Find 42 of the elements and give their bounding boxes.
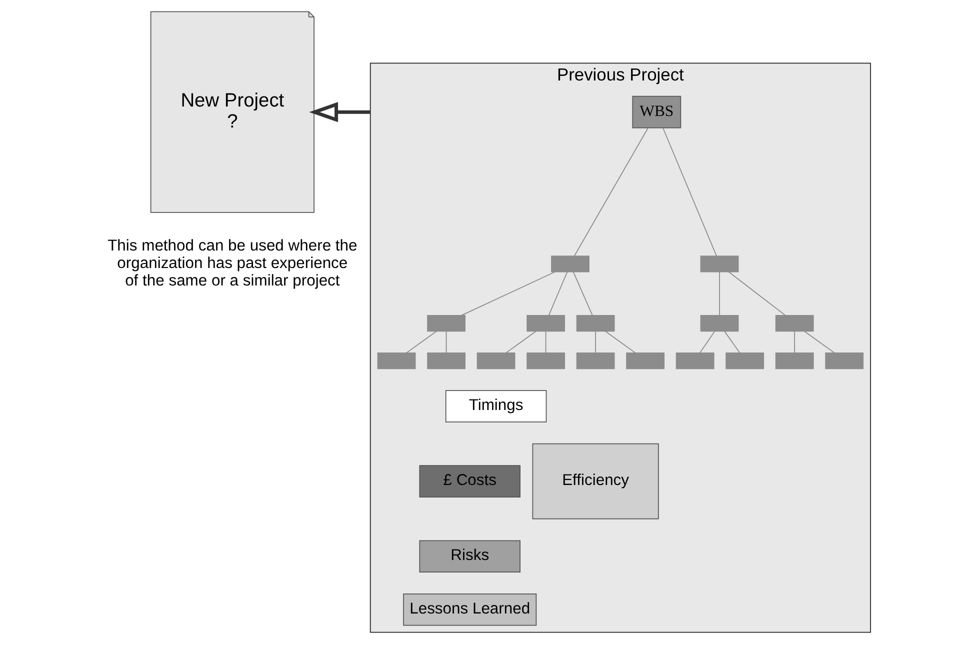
node-box <box>476 352 515 370</box>
node-box: WBS <box>632 96 681 128</box>
node-box <box>626 352 664 370</box>
node-box <box>824 352 864 370</box>
connector <box>724 331 740 354</box>
connector <box>728 271 786 316</box>
node-box: Lessons Learned <box>402 593 536 626</box>
node-box <box>700 315 738 332</box>
connector <box>604 330 636 354</box>
node-box <box>700 256 738 272</box>
connector <box>460 271 555 316</box>
node-box <box>725 352 764 370</box>
node-box: Risks <box>418 540 520 573</box>
connector <box>548 271 568 316</box>
node-box <box>550 256 589 272</box>
node-box <box>526 352 564 370</box>
connector <box>698 331 714 354</box>
connector <box>803 330 834 354</box>
node-box: Efficiency <box>532 443 658 520</box>
node-box <box>376 352 416 370</box>
node-box: £ Costs <box>418 465 520 498</box>
connector <box>504 330 536 354</box>
connector <box>662 127 716 256</box>
node-box <box>774 315 814 332</box>
node-box <box>576 315 614 332</box>
connector <box>718 271 720 316</box>
node-box: Timings <box>444 390 546 422</box>
arrow <box>308 102 370 122</box>
connector <box>572 271 592 316</box>
node-box <box>774 352 814 370</box>
node-box <box>675 352 714 370</box>
connector <box>794 331 795 354</box>
connector <box>573 127 648 256</box>
node-box <box>426 315 465 332</box>
connector <box>405 330 436 354</box>
connector <box>445 331 446 354</box>
node-box <box>526 315 564 332</box>
label: This method can be used where the organization has past experience of the same or a similar project <box>107 237 357 290</box>
node-box <box>426 352 465 370</box>
connector <box>544 331 546 354</box>
node-box <box>576 352 614 370</box>
connector <box>594 331 596 354</box>
